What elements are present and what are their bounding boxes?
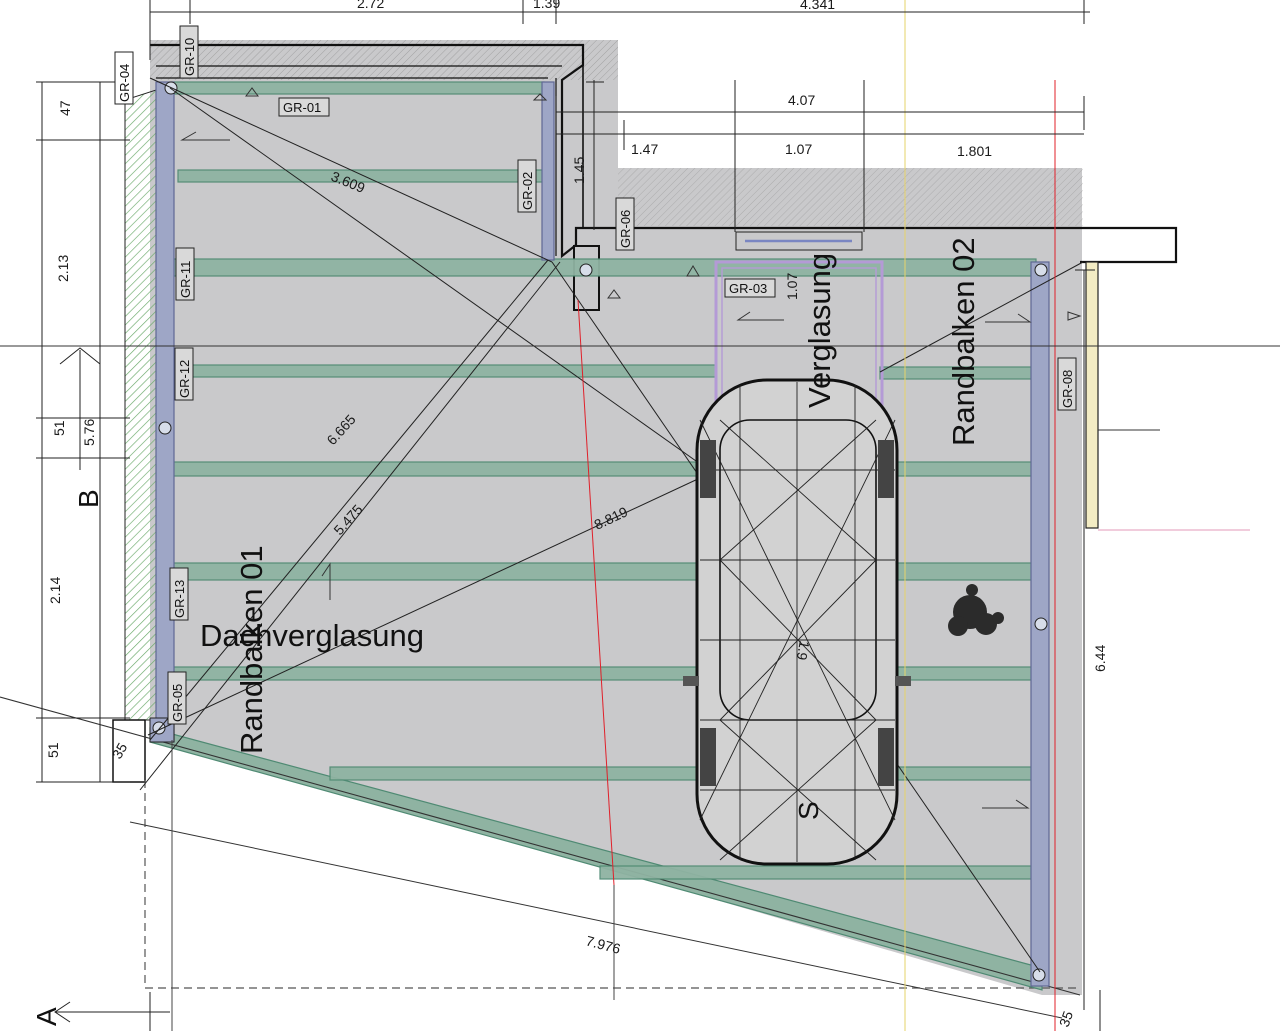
section-marker-b: B [73, 489, 104, 508]
dim-top-6: 1.07 [785, 141, 812, 157]
column-marker [1034, 263, 1048, 277]
dim-bottom-1: 7.976 [584, 932, 622, 957]
beam-4 [171, 364, 717, 378]
beam-8 [329, 766, 1037, 781]
top-wall-upper [150, 40, 618, 80]
wall-right-stub [1085, 261, 1099, 529]
left-wall-hatch [124, 89, 157, 721]
tag-gr05: GR-05 [170, 684, 185, 722]
column-marker [158, 421, 172, 435]
dimension-lines [36, 0, 1101, 1031]
left-edge-beam [155, 81, 175, 743]
dim-left-1: 47 [57, 100, 73, 116]
diagonal-edge [0, 696, 1081, 996]
car-mirror [683, 676, 699, 686]
car-wheel [700, 728, 716, 786]
car-wheel [878, 728, 894, 786]
top-wall-right [618, 168, 1083, 226]
red-guide-1 [577, 299, 615, 886]
beam-3 [171, 258, 1037, 277]
label-verglasung: Verglasung [802, 253, 837, 408]
dim-top-4: 4.07 [788, 92, 815, 108]
beam-9 [599, 865, 1037, 880]
column-box [573, 245, 600, 311]
tag-gr06: GR-06 [618, 210, 633, 248]
car [683, 378, 911, 866]
dim-left-5: 2.14 [47, 577, 63, 604]
car-wheel [700, 440, 716, 498]
dim-left-2: 2.13 [55, 255, 71, 282]
tag-gr10: GR-10 [182, 38, 197, 76]
car-wheel [878, 440, 894, 498]
tag-gr01: GR-01 [283, 100, 321, 115]
diagonal-lines [139, 77, 1084, 973]
dim-window-1: 1.07 [784, 273, 800, 300]
dim-top-5: 1.47 [631, 141, 658, 157]
tag-gr13: GR-13 [172, 580, 187, 618]
dashed-outline [144, 780, 1080, 989]
beam-6 [171, 562, 1037, 581]
dim-top-2: 1.39 [533, 0, 560, 11]
element-tags: GR-01 GR-02 GR-03 GR-04 GR-05 GR-06 GR-0… [114, 25, 1077, 725]
dim-left-6: 51 [45, 742, 61, 758]
tag-gr04: GR-04 [117, 64, 132, 102]
label-dachverglasung: Dachverglasung [200, 618, 424, 653]
tag-gr02: GR-02 [520, 172, 535, 210]
dim-car-1: 1.9 [794, 639, 813, 661]
dim-right-1: 6.44 [1092, 645, 1108, 672]
bottom-dim-line [129, 821, 1063, 1019]
label-stair-s: S [793, 801, 824, 820]
tag-gr12: GR-12 [177, 360, 192, 398]
label-randbalken-02: Randbalken 02 [946, 237, 981, 446]
dim-left-7: 35 [109, 740, 131, 762]
car-mirror [895, 676, 911, 686]
dim-corner-1: 35 [1056, 1009, 1076, 1029]
tag-gr08: GR-08 [1060, 370, 1075, 408]
column-marker [1032, 968, 1046, 982]
label-randbalken-01: Randbalken 01 [234, 545, 269, 754]
dim-top-7: 1.801 [957, 143, 992, 159]
section-marker-a: A [31, 1007, 62, 1026]
triangle-markers [245, 87, 1082, 321]
dim-top-3: 4.341 [800, 0, 835, 12]
dim-vert-1: 1.45 [571, 157, 587, 184]
wall-window [735, 231, 863, 251]
car-wireframe [699, 382, 896, 862]
column-marker [579, 263, 593, 277]
beam-gr02 [541, 81, 555, 261]
column-marker [1034, 617, 1048, 631]
beam-5 [171, 461, 1037, 477]
direction-arrows [180, 131, 1032, 809]
dim-left-4: 5.76 [81, 419, 97, 446]
tag-gr11: GR-11 [178, 261, 193, 298]
tag-gr03: GR-03 [729, 281, 767, 296]
dim-top-1: 2.72 [357, 0, 384, 11]
dim-left-3: 51 [51, 420, 67, 436]
plant-icon [948, 584, 1004, 636]
beam-1 [171, 81, 545, 95]
